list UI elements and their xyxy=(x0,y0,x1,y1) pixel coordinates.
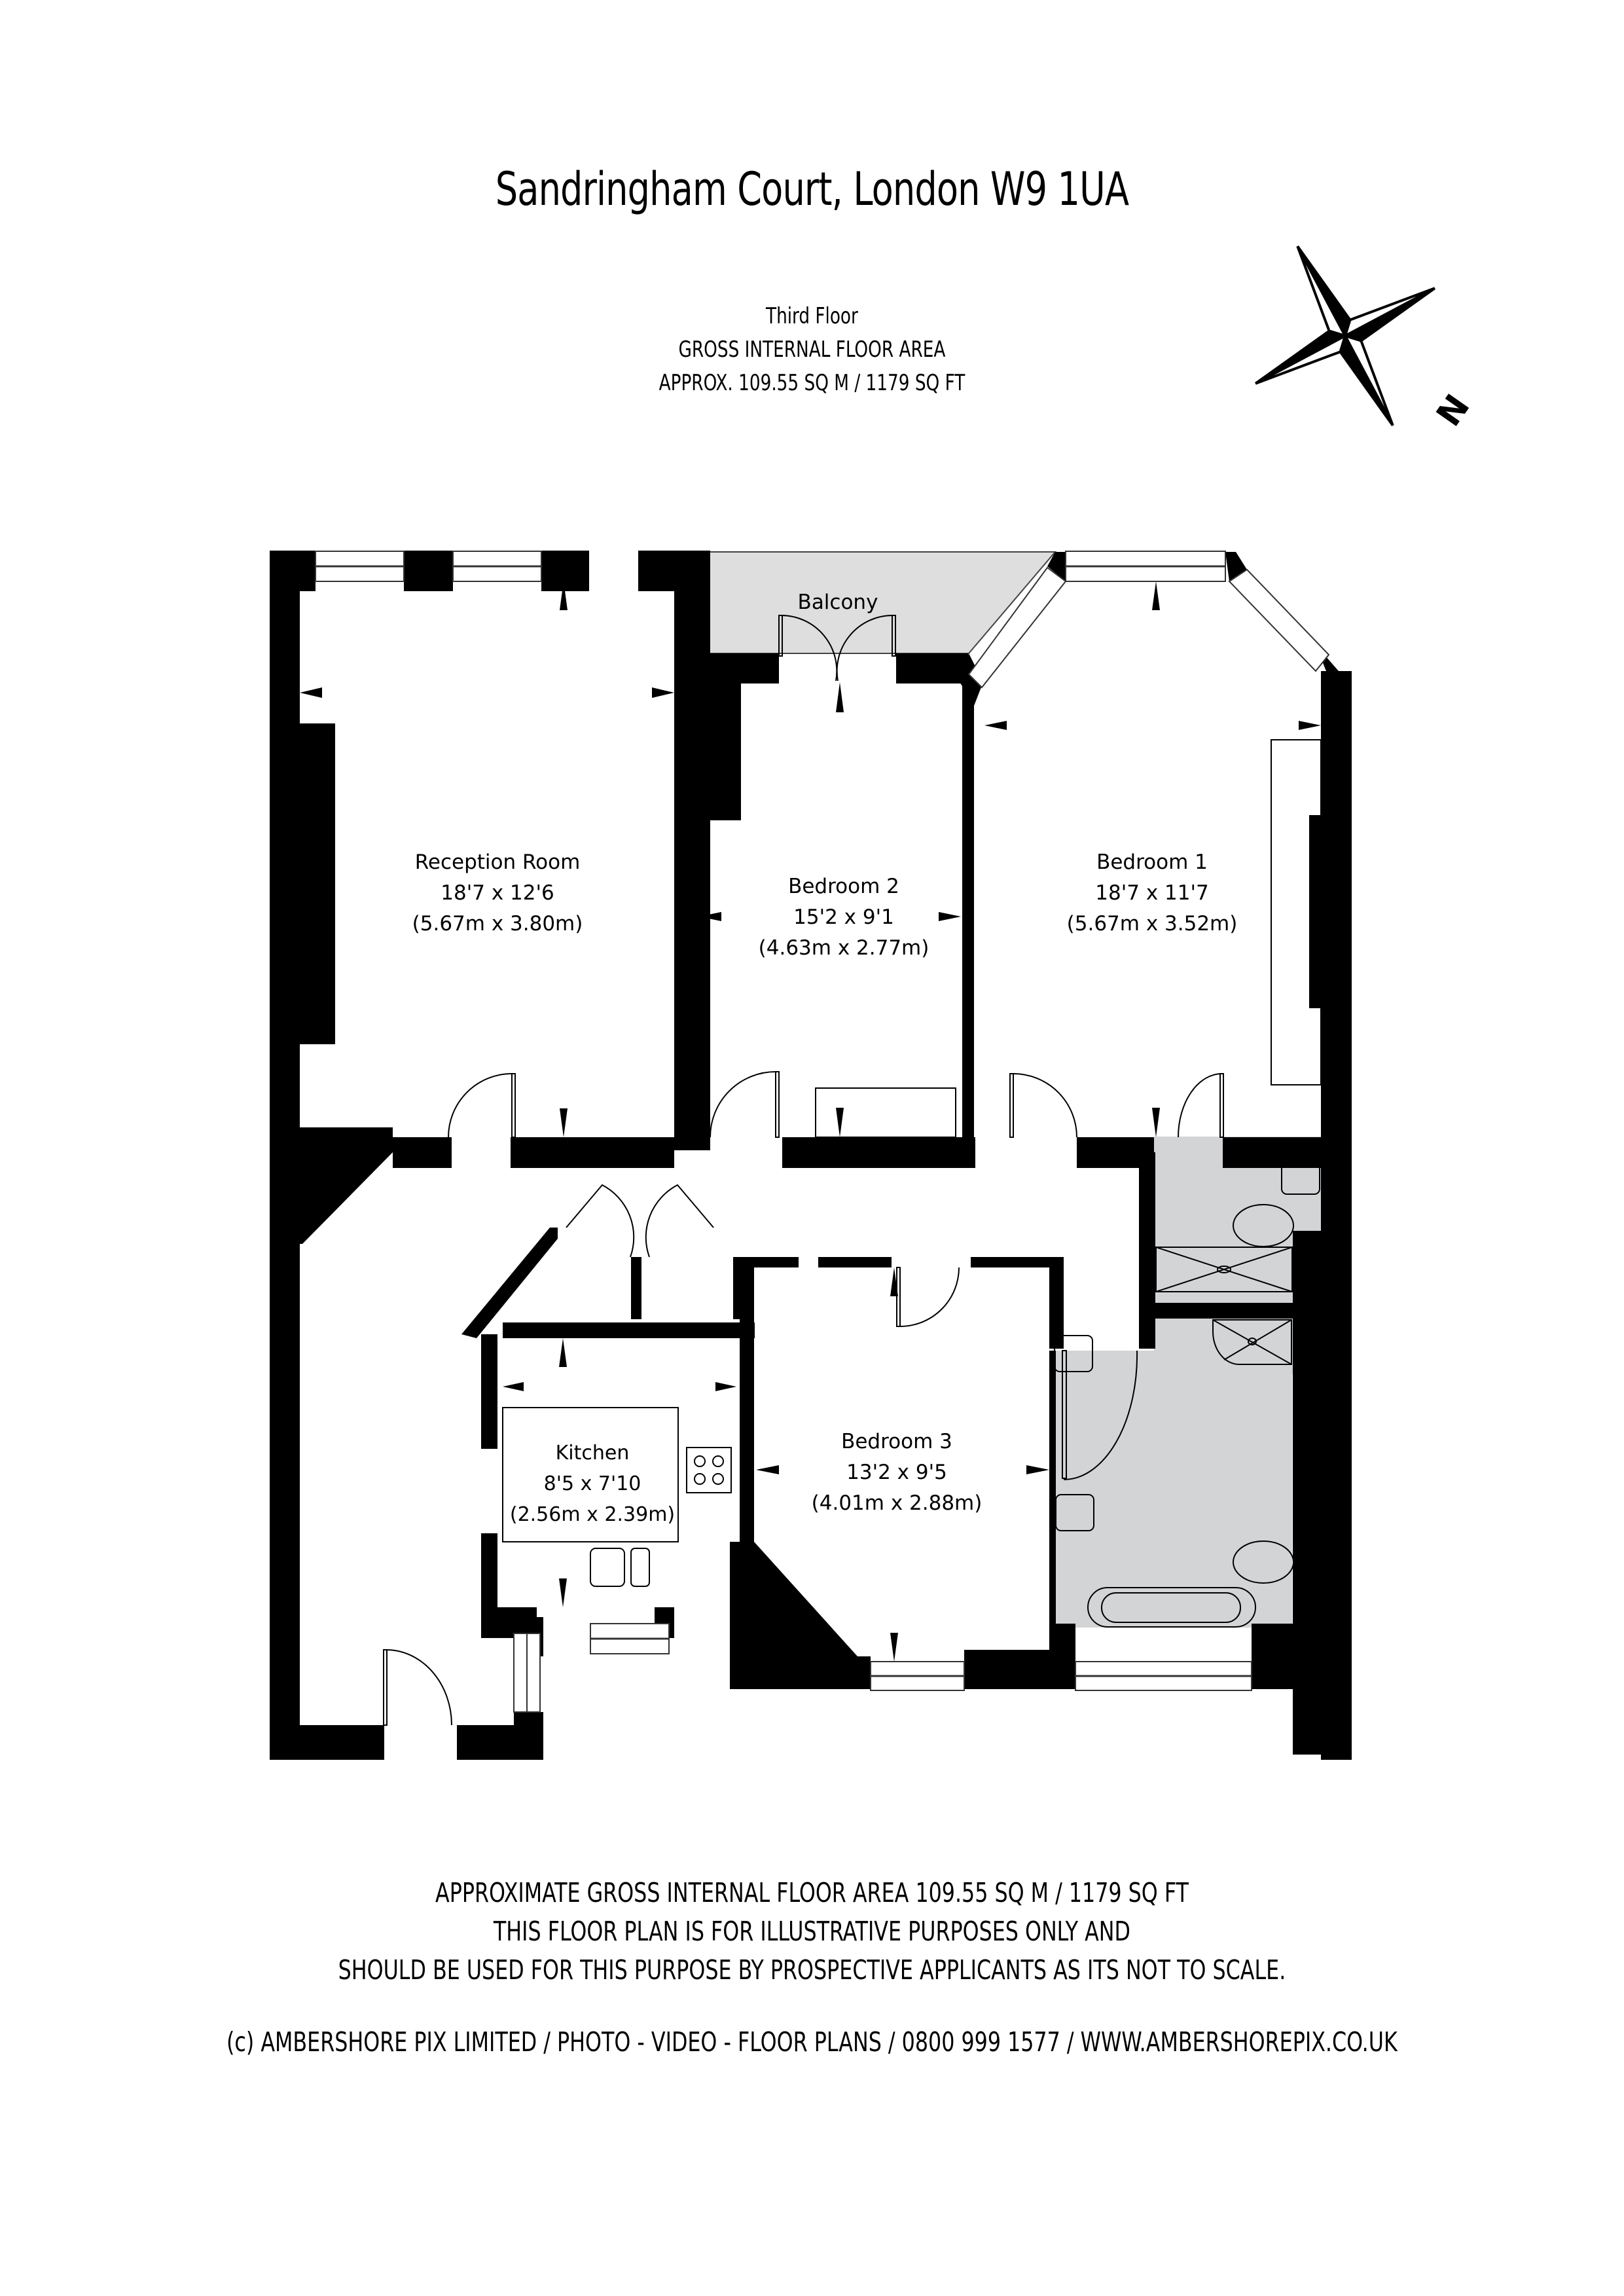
dimension-arrows xyxy=(300,581,1321,1662)
floor-area-summary: Third Floor GROSS INTERNAL FLOOR AREA AP… xyxy=(114,300,1511,400)
room-dimensions-imperial: 18'7 x 11'7 xyxy=(1095,881,1208,905)
room-name: Bedroom 1 xyxy=(1096,850,1208,874)
room-dimensions-metric: (4.63m x 2.77m) xyxy=(759,936,929,960)
room-dimensions-metric: (5.67m x 3.52m) xyxy=(1067,912,1238,936)
property-title: Sandringham Court, London W9 1UA xyxy=(495,162,1129,216)
room-reception: Reception Room 18'7 x 12'6 (5.67m x 3.80… xyxy=(412,850,583,936)
room-dimensions-metric: (4.01m x 2.88m) xyxy=(812,1491,983,1515)
room-kitchen: Kitchen 8'5 x 7'10 (2.56m x 2.39m) xyxy=(510,1442,675,1526)
bathroom-floor xyxy=(1049,1351,1292,1628)
shower-quadrant-icon xyxy=(1212,1319,1292,1365)
area-label: GROSS INTERNAL FLOOR AREA xyxy=(678,337,946,363)
basin-icon xyxy=(1054,1335,1093,1372)
kitchen-counter xyxy=(502,1407,679,1542)
area-value: APPROX. 109.55 SQ M / 1179 SQ FT xyxy=(659,370,965,396)
room-bedroom-2: Bedroom 2 15'2 x 9'1 (4.63m x 2.77m) xyxy=(759,875,929,960)
room-dimensions-metric: (5.67m x 3.80m) xyxy=(412,912,583,936)
room-dimensions-imperial: 15'2 x 9'1 xyxy=(793,905,894,929)
room-dimensions-imperial: 18'7 x 12'6 xyxy=(441,881,554,905)
room-dimensions-metric: (2.56m x 2.39m) xyxy=(510,1503,675,1526)
doors xyxy=(383,615,1224,1726)
shower-tray-icon xyxy=(1155,1247,1293,1292)
wardrobe xyxy=(815,1087,956,1138)
compass-rose-icon xyxy=(1254,245,1436,427)
disclaimer-line-1: APPROXIMATE GROSS INTERNAL FLOOR AREA 10… xyxy=(435,1877,1189,1908)
room-bedroom-3: Bedroom 3 13'2 x 9'5 (4.01m x 2.88m) xyxy=(812,1430,983,1515)
disclaimer-line-2: THIS FLOOR PLAN IS FOR ILLUSTRATIVE PURP… xyxy=(493,1916,1130,1947)
room-name: Bedroom 2 xyxy=(788,875,899,898)
bath-icon xyxy=(1087,1587,1256,1628)
room-name: Bedroom 3 xyxy=(841,1430,952,1453)
north-label: N xyxy=(1429,388,1477,433)
room-balcony-label: Balcony xyxy=(798,591,878,614)
copyright-credit: (c) AMBERSHORE PIX LIMITED / PHOTO - VID… xyxy=(226,2026,1398,2058)
hob-icon xyxy=(686,1447,732,1493)
room-name: Kitchen xyxy=(556,1442,630,1465)
floor-name: Third Floor xyxy=(766,303,858,329)
disclaimer-line-3: SHOULD BE USED FOR THIS PURPOSE BY PROSP… xyxy=(338,1954,1286,1986)
basin-icon xyxy=(1281,1150,1320,1195)
room-dimensions-imperial: 13'2 x 9'5 xyxy=(846,1461,947,1484)
room-name: Reception Room xyxy=(415,850,581,874)
room-dimensions-imperial: 8'5 x 7'10 xyxy=(544,1472,641,1495)
fixtures xyxy=(502,739,1322,1628)
toilet-icon xyxy=(1233,1540,1294,1584)
wardrobe xyxy=(1271,739,1322,1085)
sink-icon xyxy=(590,1548,625,1587)
disclaimer: APPROXIMATE GROSS INTERNAL FLOOR AREA 10… xyxy=(114,1874,1511,1990)
windows xyxy=(315,551,1330,1713)
room-bedroom-1: Bedroom 1 18'7 x 11'7 (5.67m x 3.52m) xyxy=(1067,850,1238,936)
